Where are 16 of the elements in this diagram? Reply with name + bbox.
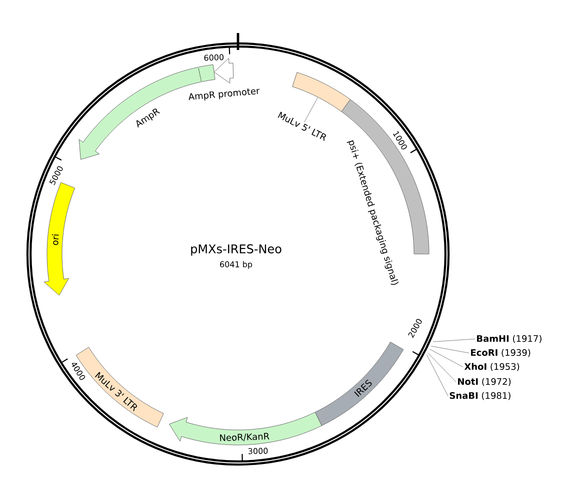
gene-annotation: NeoR/KanR: [169, 412, 322, 446]
size-label: 6041 bp: [220, 261, 252, 269]
enzyme-site-label: NotI (1972): [458, 378, 511, 386]
leader-line: [432, 338, 476, 342]
tick-label: 6000: [204, 54, 224, 61]
leader-line: [429, 348, 464, 368]
leader-line: [426, 354, 448, 396]
enzyme-site-label: BamHI (1917): [477, 334, 542, 343]
enzyme-site-label: SnaBI (1981): [450, 392, 510, 400]
enzyme-site-label: XhoI (1953): [464, 362, 520, 371]
feature-bar: [292, 72, 351, 112]
leader-line: [304, 97, 318, 122]
leader-line: [430, 346, 470, 354]
map-title: pMXs-IRES-Neo: [191, 244, 282, 256]
enzyme-site-label: EcoRI (1939): [471, 348, 530, 357]
leader-line: [428, 352, 456, 382]
